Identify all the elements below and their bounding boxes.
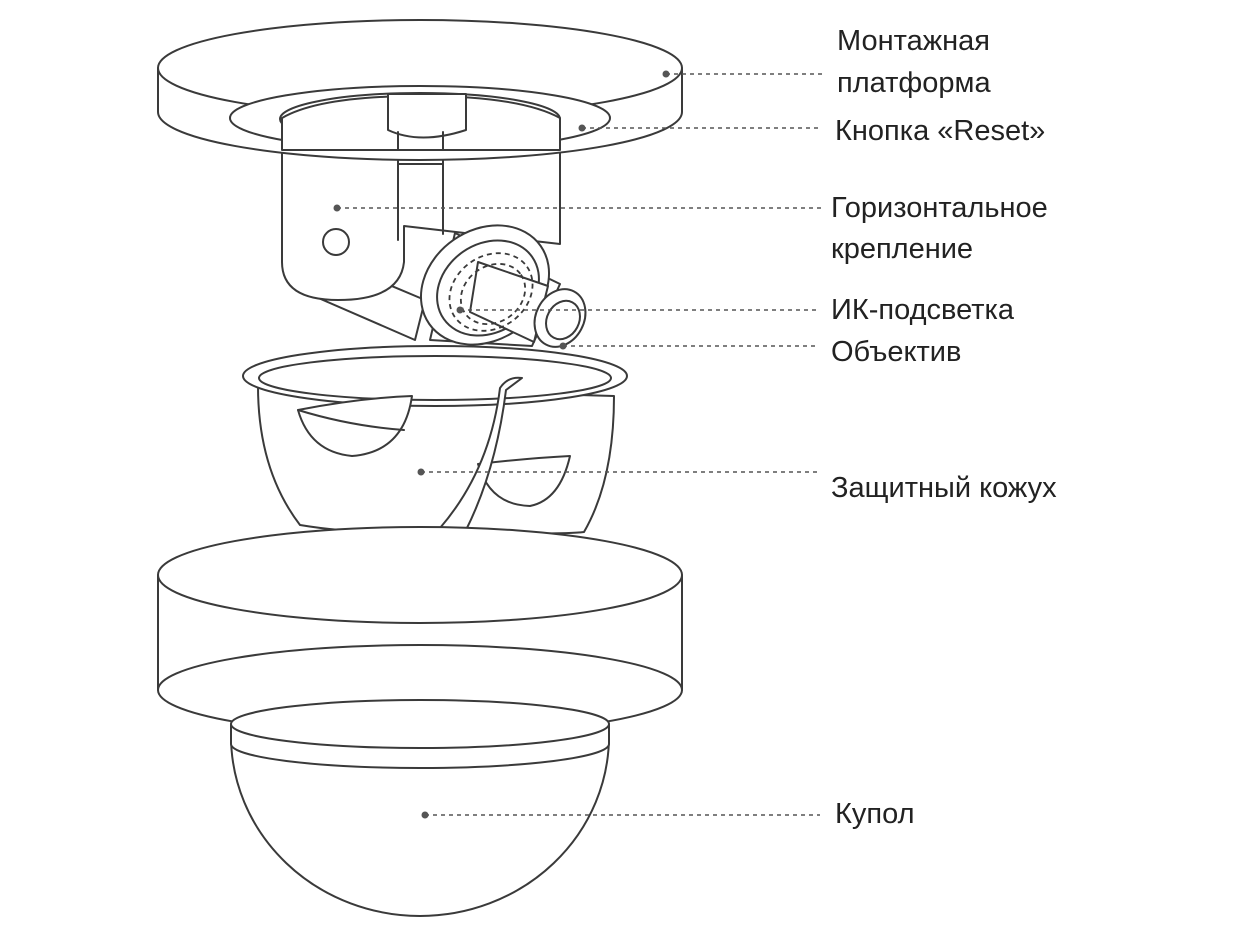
label-horizontal-mount-line2: крепление <box>831 233 973 265</box>
leader-reset-button <box>578 124 822 132</box>
label-reset-button: Кнопка «Reset» <box>835 115 1045 147</box>
leader-lens <box>559 342 818 350</box>
label-protective-cover: Защитный кожух <box>831 472 1057 504</box>
base-ring <box>157 526 683 736</box>
mount-neck <box>281 93 561 151</box>
leader-protective-cover <box>417 468 818 476</box>
protective-cover <box>242 345 628 535</box>
labels: Монтажная платформа Кнопка «Reset» Гориз… <box>831 25 1057 830</box>
leader-mounting-platform <box>662 70 822 78</box>
label-ir-illumination: ИК-подсветка <box>831 294 1015 326</box>
label-dome: Купол <box>835 798 915 830</box>
leader-lines <box>333 70 822 819</box>
leader-dome <box>421 811 820 819</box>
label-mounting-platform-line1: Монтажная <box>837 25 990 57</box>
dome <box>230 699 610 917</box>
horizontal-mount <box>281 127 561 341</box>
label-mounting-platform-line2: платформа <box>837 67 991 99</box>
leader-horizontal-mount <box>333 204 822 212</box>
label-lens: Объектив <box>831 336 961 368</box>
leader-ir-illumination <box>456 306 818 314</box>
label-horizontal-mount-line1: Горизонтальное <box>831 192 1048 224</box>
